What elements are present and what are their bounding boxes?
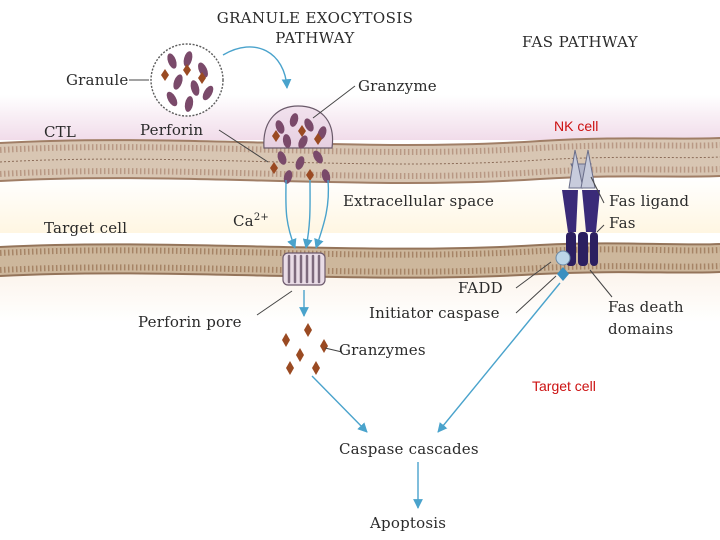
granule-pathway-title: GRANULE EXOCYTOSIS PATHWAY <box>195 8 435 48</box>
calcium-charge: 2+ <box>253 212 269 223</box>
fas-death-domains-line2: domains <box>608 320 674 338</box>
fas-label: Fas <box>609 214 636 232</box>
granzymes-label: Granzymes <box>339 341 426 359</box>
fas-death-domains-line1: Fas death <box>608 298 684 316</box>
ctl-membrane <box>0 137 720 184</box>
target-cell-label-right: Target cell <box>532 378 596 394</box>
ctl-label: CTL <box>44 123 77 141</box>
granule-label: Granule <box>66 71 129 89</box>
fas-ligand-label: Fas ligand <box>609 192 690 210</box>
perforin-pore <box>282 252 326 286</box>
perforin-pore-label: Perforin pore <box>138 313 242 331</box>
pathway-arrows <box>222 46 561 509</box>
calcium-label: Ca2+ <box>233 212 269 230</box>
granule-pathway-title-line1: GRANULE EXOCYTOSIS <box>216 9 414 27</box>
extracellular-region <box>0 178 720 233</box>
fas-death-domains-label: Fas death domains <box>608 296 684 340</box>
leader-lines <box>129 79 613 353</box>
apoptosis-label: Apoptosis <box>370 514 447 532</box>
granzyme-label: Granzyme <box>358 77 437 95</box>
ctl-cytoplasm <box>0 95 720 140</box>
nk-cell-label: NK cell <box>554 118 599 134</box>
granule <box>150 43 224 117</box>
fadd-label: FADD <box>458 279 503 297</box>
extracellular-space-label: Extracellular space <box>343 192 495 210</box>
target-membrane <box>0 242 720 279</box>
fas-pathway-title: FAS PATHWAY <box>522 33 638 51</box>
caspase-cascades-label: Caspase cascades <box>339 440 479 458</box>
perforin-label: Perforin <box>140 121 204 139</box>
target-cell-label-left: Target cell <box>44 219 128 237</box>
initiator-caspase-label: Initiator caspase <box>369 304 500 322</box>
granzymes-in-target <box>282 323 328 375</box>
granule-pathway-title-line2: PATHWAY <box>275 29 355 47</box>
calcium-symbol: Ca <box>233 212 254 230</box>
